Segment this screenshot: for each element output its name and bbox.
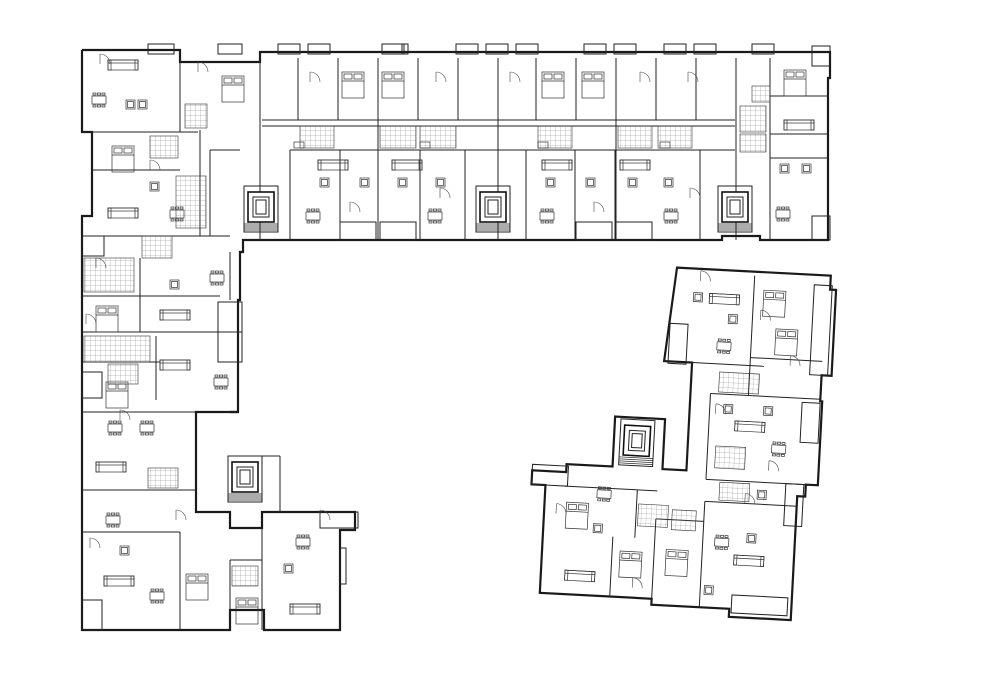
stair-core xyxy=(717,185,753,233)
u-block xyxy=(80,43,832,632)
stair-core xyxy=(475,185,511,233)
stair-core xyxy=(617,418,656,468)
stair-core xyxy=(227,455,263,503)
tower-block xyxy=(530,266,838,622)
stair-core xyxy=(243,185,279,233)
